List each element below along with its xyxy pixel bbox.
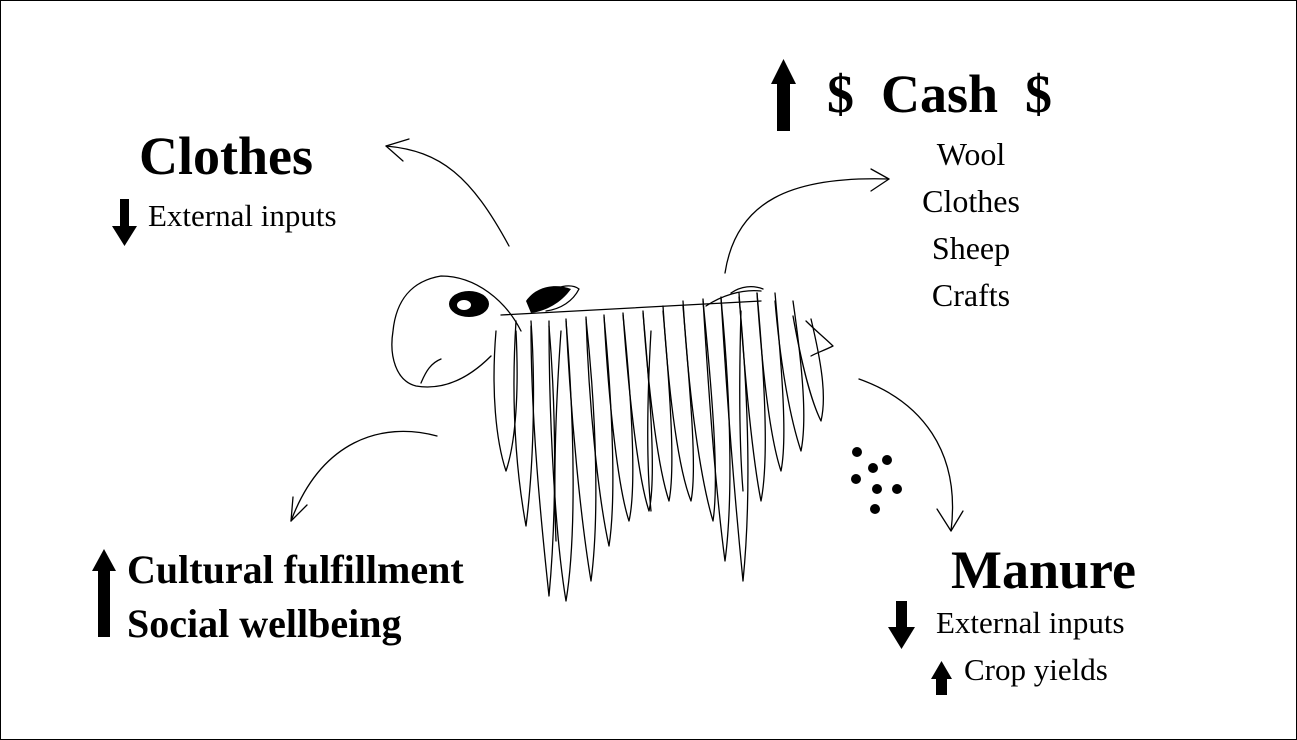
manure-droppings — [851, 447, 902, 514]
manure-crop-yields: Crop yields — [964, 654, 1108, 685]
arrow-to-cash-head — [871, 169, 889, 191]
arrow-to-cultural — [291, 431, 437, 521]
arrow-to-cultural-head — [291, 497, 307, 521]
arrow-to-clothes — [386, 146, 509, 246]
cash-title: $ Cash $ — [827, 67, 1052, 121]
manure-external-inputs: External inputs — [936, 607, 1125, 638]
cash-up-arrow — [771, 59, 796, 131]
cash-items-list: Wool Clothes Sheep Crafts — [891, 131, 1051, 319]
sheep-ear — [526, 286, 571, 313]
clothes-down-arrow — [112, 199, 137, 246]
sheep-head — [392, 276, 521, 387]
clothes-external-inputs: External inputs — [148, 200, 337, 231]
crop-up-arrow — [931, 661, 952, 695]
cash-item-wool: Wool — [891, 131, 1051, 178]
cash-item-crafts: Crafts — [891, 272, 1051, 319]
manure-down-arrow — [888, 601, 915, 649]
arrow-to-manure-head — [937, 509, 963, 531]
arrow-to-cash — [725, 179, 889, 273]
cultural-fulfillment-text: Cultural fulfillment — [127, 550, 464, 590]
cash-item-sheep: Sheep — [891, 225, 1051, 272]
cash-item-clothes: Clothes — [891, 178, 1051, 225]
social-wellbeing-text: Social wellbeing — [127, 604, 401, 644]
manure-title: Manure — [951, 543, 1136, 597]
arrow-to-clothes-head — [386, 139, 409, 161]
cultural-up-arrow — [92, 549, 116, 637]
clothes-title: Clothes — [139, 129, 313, 183]
